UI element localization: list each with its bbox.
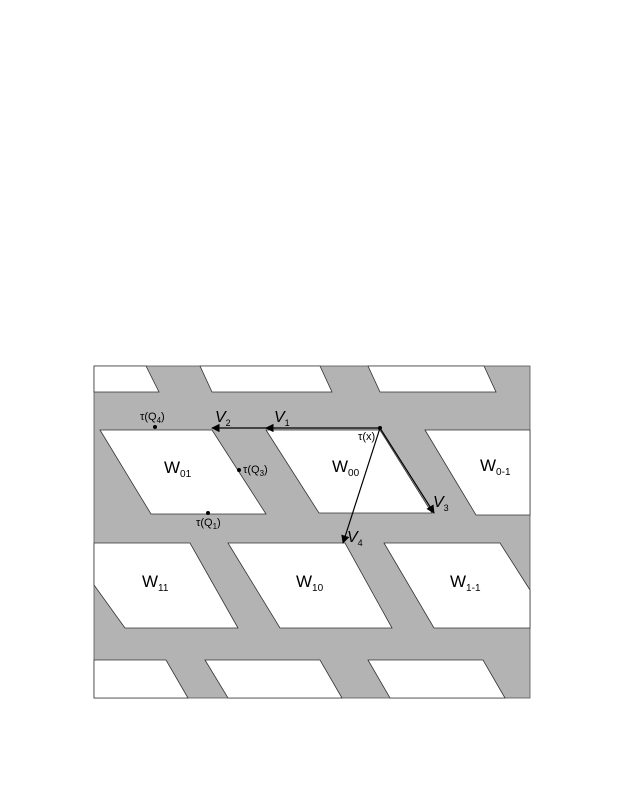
tile-bottom-middle (204, 659, 343, 699)
region-label-w11: W11 (142, 572, 169, 594)
region-label-w00: W00 (332, 457, 360, 479)
point-label-q1: τ(Q1) (196, 517, 221, 531)
vector-label-v2: V2 (215, 409, 231, 428)
point-q3 (237, 468, 241, 472)
tile-w1-1 (383, 542, 531, 629)
vector-v4-arrow (341, 427, 381, 544)
tile-w11 (93, 542, 239, 629)
vector-label-v3: V3 (433, 494, 449, 513)
diagram-frame (93, 365, 531, 699)
point-label-q3: τ(Q3) (243, 464, 268, 478)
vector-label-v1: V1 (274, 409, 290, 428)
tile-top-middle (199, 365, 333, 393)
tile-bottom-left (93, 659, 189, 699)
region-label-w1-1: W1-1 (450, 572, 481, 594)
region-label-w0-1: W0-1 (480, 456, 511, 478)
tile-w10 (227, 542, 393, 629)
region-label-w01: W01 (164, 458, 192, 480)
point-q1 (206, 511, 210, 515)
tile-top-left (93, 365, 160, 393)
point-x (378, 426, 382, 430)
point-label-q4: τ(Q4) (140, 411, 165, 425)
point-label-x: τ(x) (358, 431, 375, 443)
vector-v3-arrow (379, 427, 435, 514)
tile-w01 (99, 429, 267, 515)
region-label-w10: W10 (296, 572, 324, 594)
tile-w0-1 (424, 429, 531, 516)
vector-label-v4: V4 (347, 529, 363, 548)
tile-bottom-right (367, 659, 506, 699)
point-q4 (153, 425, 157, 429)
tile-top-right (367, 365, 497, 393)
